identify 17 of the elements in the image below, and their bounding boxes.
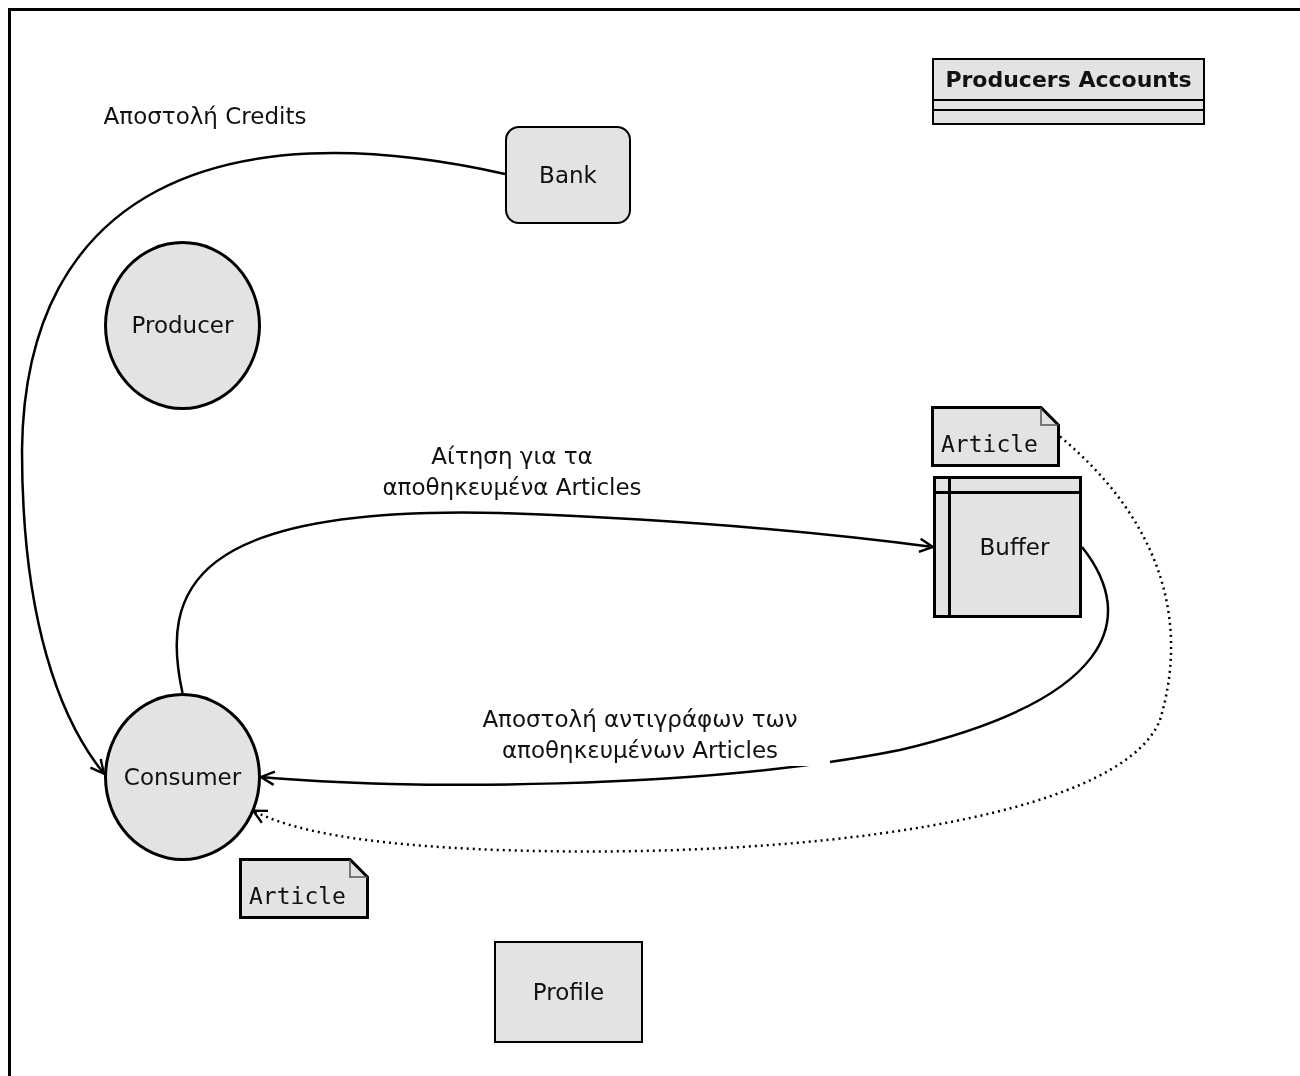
node-label: Consumer (123, 762, 242, 792)
buffer-box (933, 476, 1082, 618)
note-shape (931, 406, 1060, 467)
arrow (259, 546, 1109, 786)
process-box (505, 126, 631, 224)
node-label: Bank (539, 160, 597, 190)
node-label: Buffer (979, 533, 1050, 560)
node-label: Producer (131, 311, 234, 341)
node-label: Article (941, 430, 1038, 457)
arrow (175, 511, 935, 694)
class-box (932, 58, 1205, 125)
arrow (20, 152, 506, 775)
node-label: Article (249, 882, 346, 909)
node-label: Producers Accounts (945, 66, 1192, 94)
note-shape (239, 858, 369, 919)
node-label: Profile (532, 977, 605, 1007)
entity-box (494, 941, 643, 1043)
